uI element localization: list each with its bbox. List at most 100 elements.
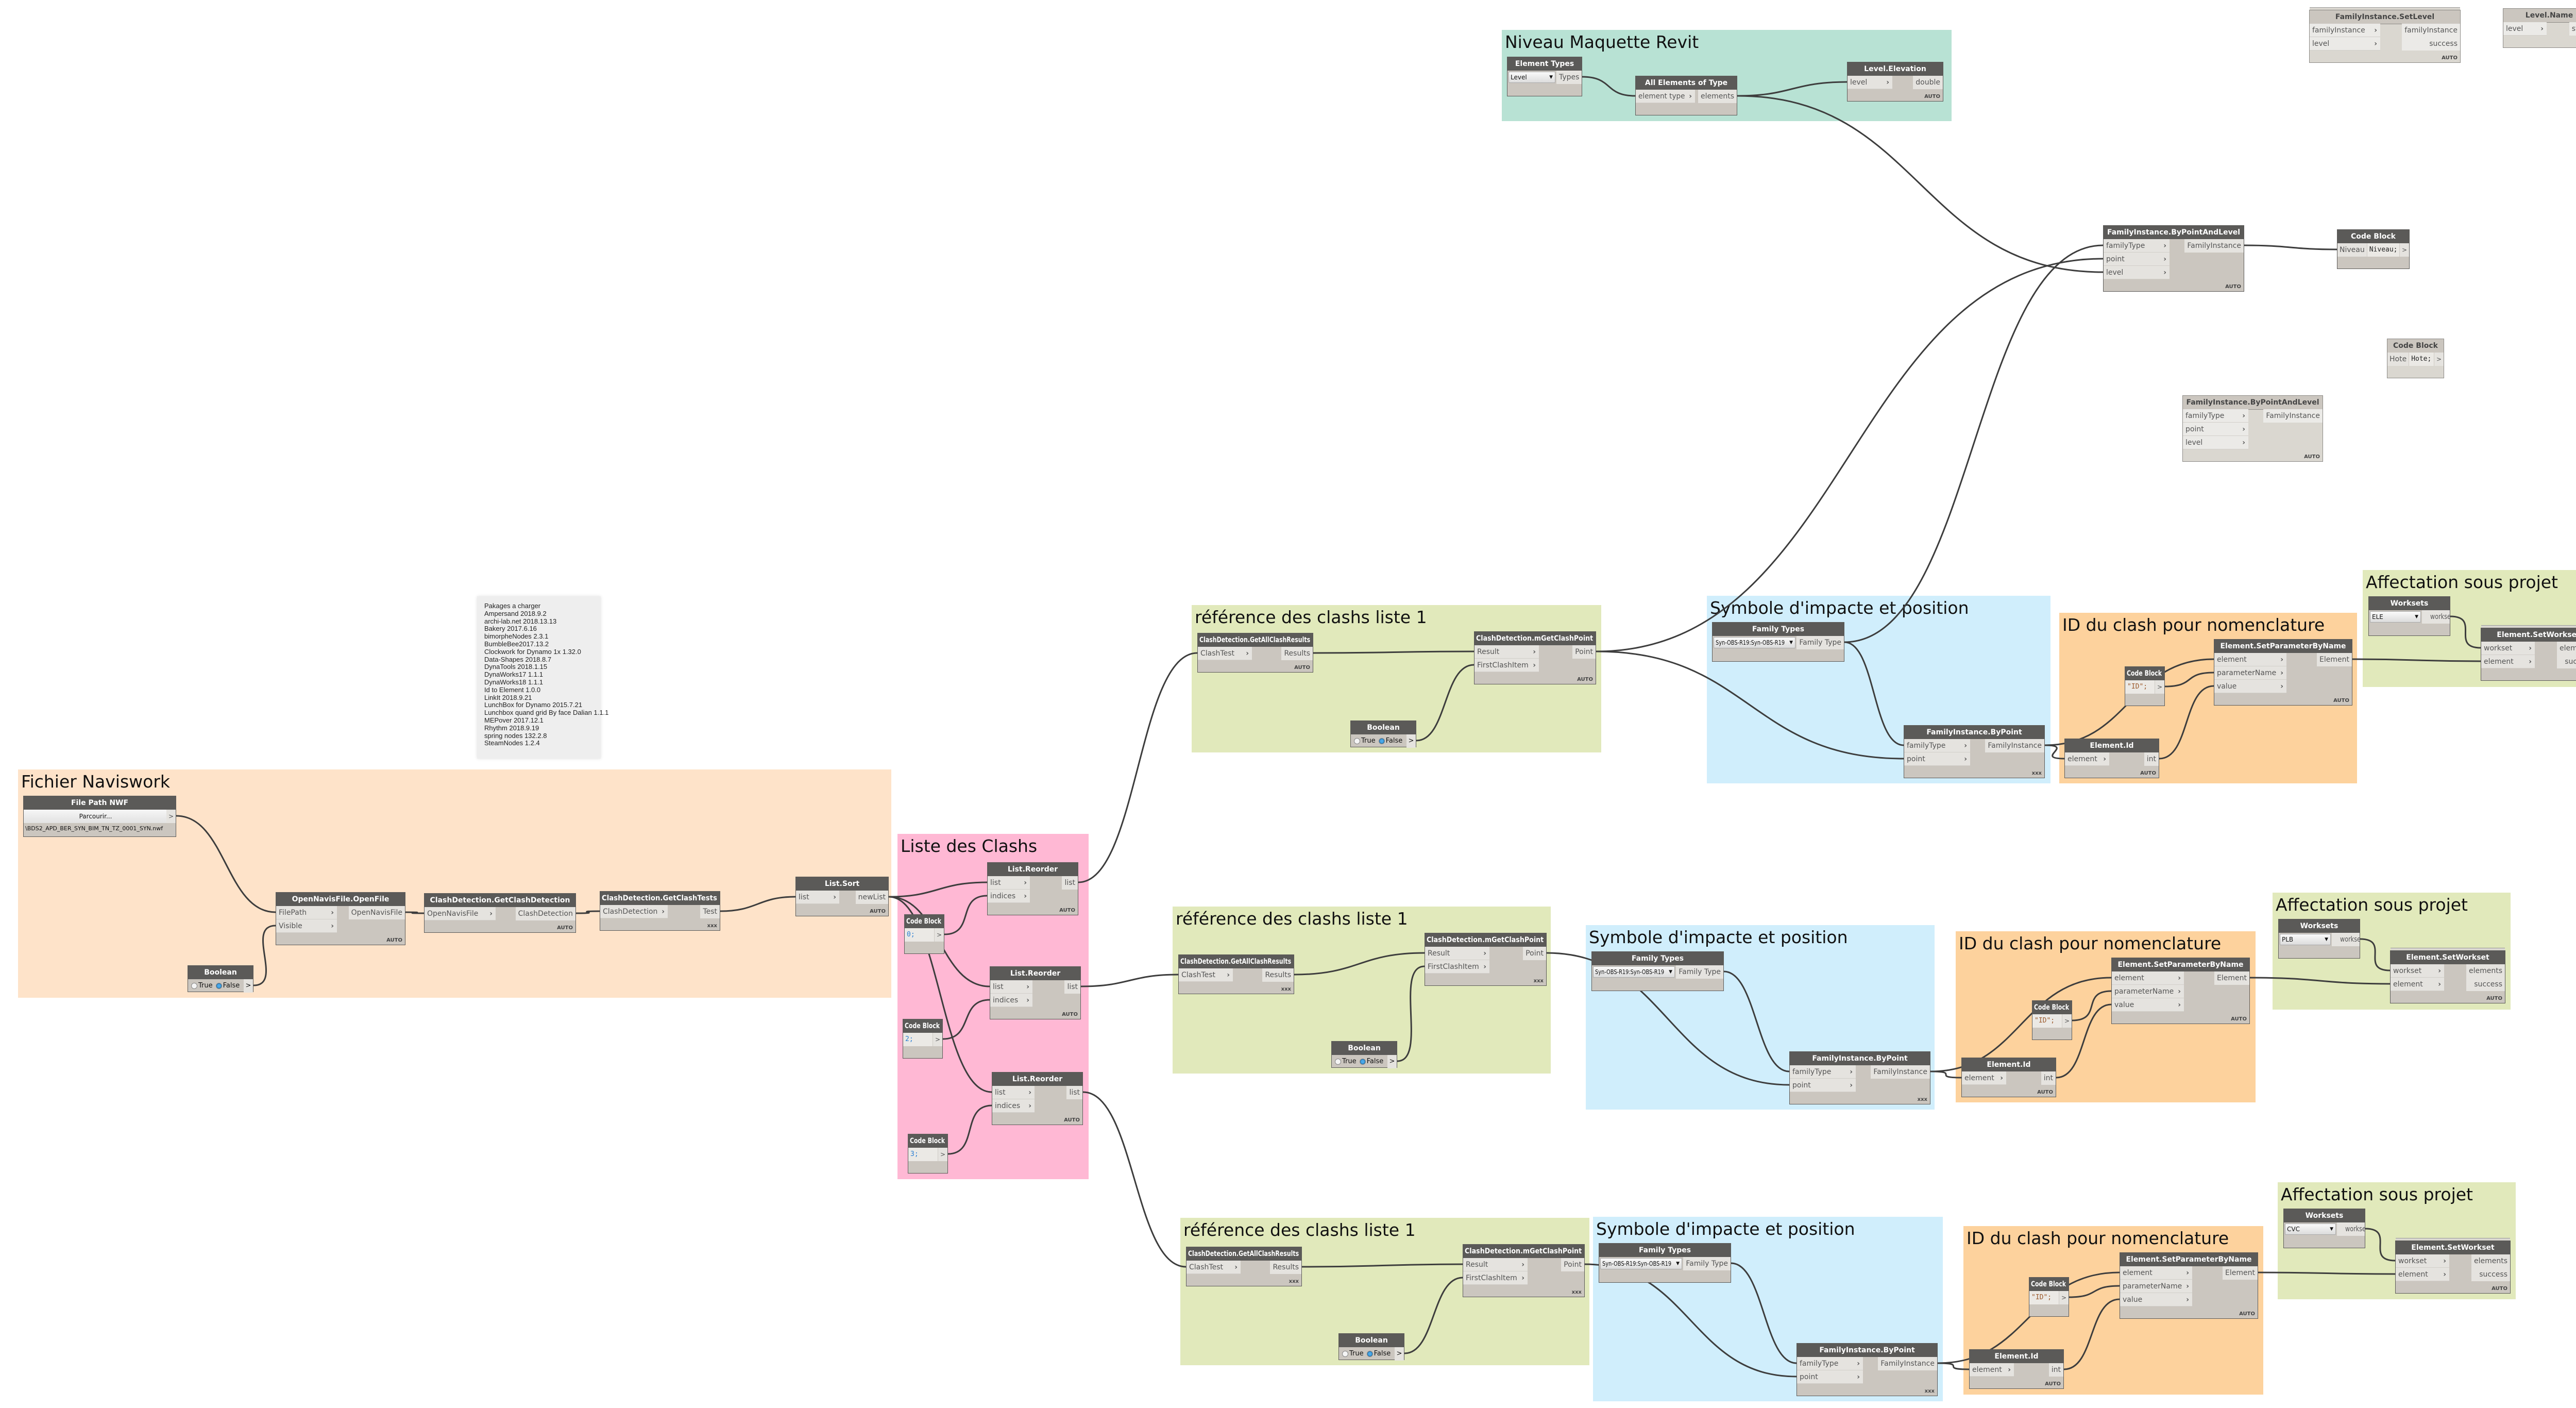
node-header[interactable]: ClashDetection.GetClashDetection [425,894,575,907]
node-header[interactable]: List.Reorder [988,863,1078,876]
node-header[interactable]: Element.Id [1970,1350,2063,1363]
lacing-indicator[interactable]: AUTO [2304,454,2320,460]
node-header[interactable]: Code Block [908,1134,947,1148]
dropdown-select[interactable]: Level▼ [1509,72,1555,83]
input-port-element[interactable]: element› [1970,1363,2014,1377]
input-port-value[interactable]: value› [2120,1293,2192,1306]
input-port-list[interactable]: list› [796,891,839,904]
node-header[interactable]: Family Types [1592,952,1723,965]
node-header[interactable]: Code Block [2387,339,2444,353]
input-port-element[interactable]: element› [1962,1071,2006,1085]
input-port-point[interactable]: point› [1790,1079,1856,1092]
node-element-setworkset[interactable]: Element.SetWorksetworkset›element›elemen… [2481,628,2576,681]
input-port-familyinstance[interactable]: familyInstance› [2310,24,2380,37]
output-port-int[interactable]: int [2041,1071,2056,1085]
output-port-family-type[interactable]: Family Type [1676,965,1723,979]
lacing-indicator[interactable]: AUTO [870,909,886,914]
dropdown-select[interactable]: PLB▼ [2280,934,2331,945]
input-port-point[interactable]: point› [2183,423,2248,436]
input-port-hote[interactable]: Hote [2387,353,2410,366]
output-port-success[interactable]: success [2556,655,2576,668]
lacing-indicator[interactable]: AUTO [2140,770,2156,776]
output-port-string[interactable]: string [2569,22,2576,36]
node-header[interactable]: Family Types [1713,623,1844,636]
output-port[interactable]: > [2062,1014,2072,1028]
node-code-block[interactable]: Code Block"ID";> [2029,1277,2069,1317]
input-port-indices[interactable]: indices› [990,994,1032,1007]
output-port[interactable]: > [2059,1291,2069,1304]
input-port-result[interactable]: Result› [1475,645,1539,659]
code-editor[interactable]: "ID"; [2029,1291,2059,1304]
node-header[interactable]: ClashDetection.mGetClashPoint [1463,1245,1584,1258]
output-port-elements[interactable]: elements [2466,964,2505,978]
dropdown-select[interactable]: CVC▼ [2285,1223,2336,1235]
output-port-point[interactable]: Point [1523,947,1546,960]
browse-button[interactable]: Parcourir... [24,810,167,823]
output-port[interactable]: > [2155,680,2164,694]
lacing-indicator[interactable]: xxx [1289,1279,1299,1284]
input-port-point[interactable]: point› [1797,1370,1863,1384]
output-port-clashdetection[interactable]: ClashDetection [515,907,575,920]
input-port-filepath[interactable]: FilePath› [276,906,337,919]
input-port-level[interactable]: level› [2104,266,2170,279]
input-port-element[interactable]: element› [2391,978,2444,991]
node-header[interactable]: ClashDetection.GetAllClashResults [1179,955,1294,968]
lacing-indicator[interactable]: AUTO [2486,996,2502,1001]
node-header[interactable]: ClashDetection.mGetClashPoint [1475,632,1596,645]
output-port-results[interactable]: Results [1281,647,1313,660]
lacing-indicator[interactable]: AUTO [2239,1311,2255,1317]
lacing-indicator[interactable]: AUTO [1059,908,1075,913]
node-header[interactable]: Element.SetWorkset [2396,1241,2510,1254]
output-port-results[interactable]: Results [1262,968,1294,982]
lacing-indicator[interactable]: AUTO [1577,677,1593,682]
node-header[interactable]: FamilyInstance.ByPointAndLevel [2183,396,2323,410]
input-port-workset[interactable]: workset› [2481,642,2535,655]
input-port-list[interactable]: list› [992,1086,1035,1099]
lacing-indicator[interactable]: AUTO [2442,55,2458,61]
lacing-indicator[interactable]: AUTO [2492,1286,2507,1292]
radio-button-icon[interactable] [1378,738,1385,744]
output-port-elements[interactable]: elements [2556,642,2576,655]
node-header[interactable]: FamilyInstance.ByPointAndLevel [2104,226,2244,239]
input-port-opennavisfile[interactable]: OpenNavisFile› [425,907,496,920]
input-port-point[interactable]: point› [1904,752,1970,766]
output-port-familyinstance[interactable]: FamilyInstance [2263,409,2323,423]
node-header[interactable]: Code Block [2029,1278,2069,1291]
radio-button-icon[interactable] [191,983,197,989]
input-port-element-type[interactable]: element type› [1636,90,1695,103]
lacing-indicator[interactable]: xxx [2031,770,2042,776]
output-port[interactable]: > [1406,734,1416,748]
input-port-workset[interactable]: workset› [2391,964,2444,978]
input-port-workset[interactable]: workset› [2396,1254,2449,1268]
node-header[interactable]: Boolean [1332,1042,1397,1055]
input-port-level[interactable]: level› [2310,37,2380,51]
input-port-element[interactable]: element› [2396,1268,2449,1281]
node-header[interactable]: ClashDetection.mGetClashPoint [1425,933,1546,947]
node-header[interactable]: Code Block [2032,1001,2072,1014]
input-port-level[interactable]: level› [2503,22,2547,36]
node-header[interactable]: Element.SetWorkset [2391,951,2505,964]
node-header[interactable]: Worksets [2284,1209,2365,1222]
lacing-indicator[interactable]: AUTO [2045,1381,2061,1387]
radio-false[interactable]: False [1376,734,1402,748]
node-header[interactable]: Worksets [2279,919,2360,933]
input-port-firstclashitem[interactable]: FirstClashItem› [1475,659,1539,672]
radio-true[interactable]: True [1332,1055,1357,1068]
input-port-level[interactable]: level› [2183,436,2248,449]
lacing-indicator[interactable]: xxx [1533,978,1544,984]
